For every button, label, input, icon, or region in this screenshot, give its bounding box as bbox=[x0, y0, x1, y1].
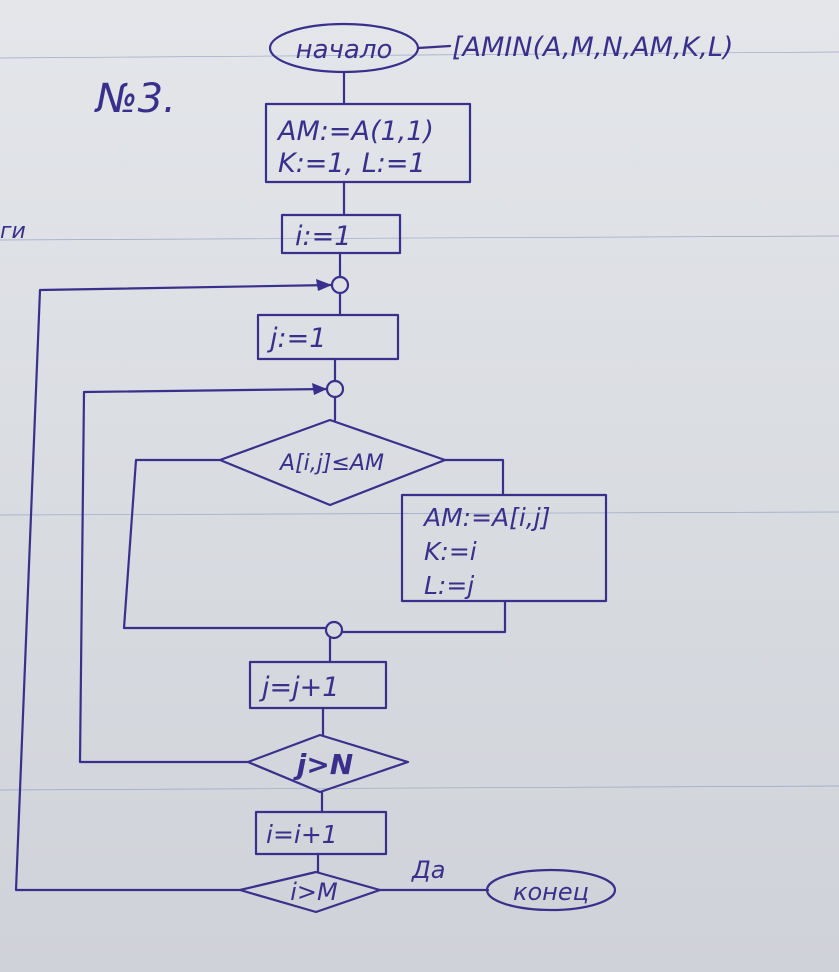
assign-line-3: L:=j bbox=[424, 571, 474, 600]
j-check-label: j>N bbox=[293, 748, 354, 781]
outer-loop-arrowhead bbox=[316, 279, 332, 291]
outer-loop-back-edge bbox=[14, 283, 334, 892]
end-terminator bbox=[485, 868, 617, 912]
start-label: начало bbox=[296, 35, 393, 65]
procedure-signature: [AMIN(A,M,N,AM,K,L) bbox=[452, 32, 733, 63]
end-label: конец bbox=[513, 878, 589, 906]
yes-label: Да bbox=[411, 856, 445, 884]
assign-line-1: AM:=A[i,j] bbox=[422, 503, 551, 532]
task-number: №3. bbox=[94, 76, 176, 122]
j-increment-block bbox=[248, 660, 388, 710]
init-block bbox=[264, 102, 472, 184]
merge-connector bbox=[324, 620, 344, 640]
assign-line-2: K:=i bbox=[424, 537, 477, 566]
i-increment-label: i=i+1 bbox=[266, 820, 338, 849]
branch-no-path bbox=[122, 458, 328, 630]
condition-diamond bbox=[218, 418, 447, 507]
inner-loop-back-edge bbox=[78, 387, 329, 764]
branch-yes-path bbox=[443, 458, 505, 497]
paper-rules bbox=[0, 51, 839, 791]
condition-label: A[i,j]≤AM bbox=[278, 451, 384, 476]
i-init-label: i:=1 bbox=[295, 221, 351, 252]
i-check-diamond bbox=[238, 870, 382, 914]
j-increment-label: j=j+1 bbox=[258, 672, 339, 703]
inner-loop-arrowhead bbox=[312, 383, 327, 395]
j-init-label: j:=1 bbox=[266, 323, 326, 354]
margin-fragment: ги bbox=[0, 219, 26, 244]
j-check-diamond bbox=[246, 733, 410, 794]
i-check-label: i>M bbox=[290, 878, 338, 906]
i-increment-block bbox=[254, 810, 388, 856]
j-init-block bbox=[256, 313, 400, 361]
init-line-1: AM:=A(1,1) bbox=[276, 116, 434, 147]
inner-loop-connector bbox=[325, 379, 345, 399]
init-line-2: K:=1, L:=1 bbox=[278, 148, 426, 179]
signature-connector bbox=[416, 44, 452, 50]
outer-loop-connector bbox=[330, 275, 350, 295]
